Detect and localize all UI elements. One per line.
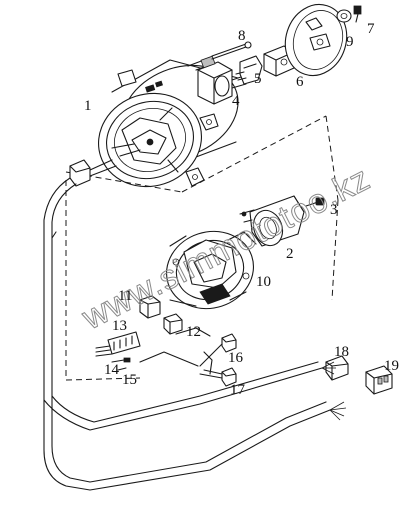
callout-3: 3 <box>330 202 338 218</box>
callout-5: 5 <box>254 71 262 87</box>
callout-13: 13 <box>112 318 127 334</box>
callout-2: 2 <box>286 246 294 262</box>
terminal-pin <box>111 357 131 363</box>
dashed-assembly-box <box>65 115 339 381</box>
callout-8: 8 <box>238 28 246 44</box>
shaft-pin <box>211 41 252 60</box>
motor-2 <box>239 195 305 247</box>
gear-mechanism <box>165 230 257 310</box>
bracket <box>235 55 263 85</box>
callout-19: 19 <box>384 358 399 374</box>
plug-17 <box>203 351 237 387</box>
connector-19 <box>365 365 393 395</box>
callout-18: 18 <box>334 344 349 360</box>
callout-16: 16 <box>228 350 244 366</box>
callout-9: 9 <box>346 34 354 50</box>
plug-16 <box>221 333 237 353</box>
callout-6: 6 <box>296 74 304 90</box>
callout-10: 10 <box>256 274 271 290</box>
callout-11: 11 <box>118 288 132 304</box>
connector-18 <box>325 355 349 381</box>
callout-7: 7 <box>367 21 375 37</box>
connector-12 <box>163 313 211 337</box>
callout-17: 17 <box>230 382 246 398</box>
watermark-text: www.simmototoo.kz <box>75 159 376 337</box>
callout-1: 1 <box>84 98 92 114</box>
callout-14: 14 <box>104 362 120 378</box>
screw-bolt <box>353 5 362 23</box>
callout-15: 15 <box>122 372 137 388</box>
callout-12: 12 <box>186 324 201 340</box>
disc-plate <box>284 3 348 77</box>
cap-nut <box>336 9 352 23</box>
connector-strip <box>95 331 141 357</box>
relay-block <box>139 295 161 319</box>
wire-harness <box>43 159 347 491</box>
callout-labels: 1 2 3 4 5 6 7 8 9 10 11 12 13 14 15 16 1… <box>84 21 399 398</box>
callout-4: 4 <box>232 93 240 109</box>
small-clip <box>117 367 127 371</box>
screw-3 <box>305 197 325 207</box>
